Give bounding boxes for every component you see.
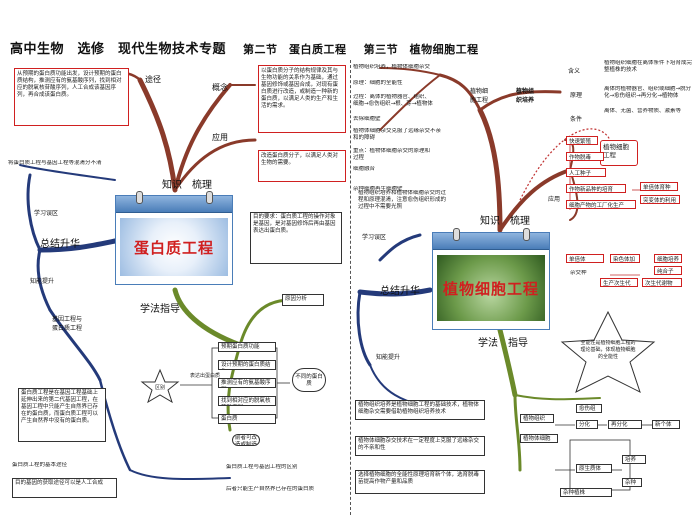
left-application-label: 应用: [212, 133, 228, 142]
star-label: 区别: [155, 385, 166, 391]
flow-express: 蛋白质: [218, 414, 276, 424]
r-application-label: 应用: [548, 196, 561, 203]
left-way-box: 以蛋白质分子的结构规律及其与生物功能的关系作为基础，通过基因修饰或基因合成，对现…: [258, 65, 346, 133]
left-study-label: 学习误区: [34, 210, 59, 217]
left-gene-protein-label: 基因工程与 蛋白质工程: [52, 316, 83, 332]
left-bottom-left2: 目的基因的获取途径可以是人工合成: [12, 478, 117, 498]
left-center-title: 蛋白质工程: [133, 238, 214, 257]
r-star-text: 全能性是植物细胞工程的理论基础，体现植物细胞的全能性: [580, 340, 636, 360]
title-section3: 第三节 植物细胞工程: [363, 43, 479, 56]
flow-natural-oval: 不同的蛋白质: [292, 368, 326, 392]
r-study-box: 植物组织培养和植物体细胞杂交的过程和原理混淆，注意愈伤组织形成的过程中不需要光照: [358, 190, 447, 210]
r-zhuji-box: 植物细胞工程: [600, 140, 638, 166]
r-method-label: 学法 指导: [478, 338, 528, 349]
r-item1: 植物组织培养，植物体细胞杂交: [353, 64, 431, 70]
flow-protein-func: 预期蛋白质功能: [218, 342, 276, 352]
left-card-header: [116, 196, 232, 213]
r-improve-label: 知能提升: [376, 354, 401, 361]
r-chain5: 再分化: [608, 420, 642, 429]
ring-icon: [136, 191, 143, 204]
r-meaning: 植物组织细胞在离体条件下培育成完整植株的技术: [604, 60, 693, 73]
r-bx2: 染色体加倍: [610, 254, 640, 263]
flow-dna-seq: 找到相对应的脱氧核苷酸序列: [218, 396, 276, 406]
page-title: 高中生物 选修 现代生物技术专题 第二节 蛋白质工程 第三节 植物细胞工程: [10, 38, 479, 57]
ring-icon: [453, 228, 460, 241]
left-study-box: 将蛋白质工程与基因工程等混淆分不清: [8, 160, 102, 166]
r-chain8: 杂种细胞: [622, 478, 642, 487]
left-target-box: 目的要求：蛋白质工程的操作对象是基因，是对基因修饰后再由基因表达出蛋白质。: [250, 212, 342, 264]
r-bx1: 单倍体: [566, 254, 604, 263]
r-center-card: 植物细胞工程: [432, 228, 550, 330]
r-bx7: 杂交种: [570, 270, 587, 276]
r-improve2: 植物体细胞杂交技术在一定程度上克服了远缘杂交的不亲和性: [355, 436, 485, 456]
r-chain2: 愈伤组织: [576, 404, 602, 413]
left-gene-box: 蛋白质工程是在基因工程基础上延伸出来的第二代基因工程，在基因工程中只能产生自然界…: [18, 388, 106, 442]
r-tech-title: 植物细 胞工程: [470, 88, 489, 104]
r-chain6: 植物体细胞杂交: [520, 434, 558, 443]
left-bottom2: 后者只能生产自然界已存在的蛋白质: [226, 486, 315, 492]
r-item5: 植物体细胞杂交克服了远缘杂交不亲和的障碍: [353, 128, 441, 141]
r-condition-label: 条件: [570, 116, 583, 123]
r-process: 离体的植物器官、组织或细胞→脱分化→愈伤组织→再分化→植物体: [604, 86, 692, 99]
r-chain4: 新个体: [652, 420, 680, 429]
left-center-card: 蛋白质工程: [115, 191, 233, 285]
r-item7: 细胞融合: [353, 166, 376, 172]
r-knowledge-label: 知识 梳理: [480, 216, 530, 227]
r-app3: 人工种子: [566, 168, 606, 177]
left-way-label: 途径: [145, 75, 161, 84]
r-chain10: 培养: [622, 455, 646, 464]
left-card-body: 蛋白质工程: [120, 218, 228, 276]
left-app-box: 改造蛋白质分子，以满足人类对生物的需要。: [258, 150, 346, 182]
r-tech-title2: 植物组 织培养: [516, 88, 535, 104]
r-meaning-label: 含义: [568, 68, 581, 75]
r-summary-label: 总结升华: [380, 286, 420, 297]
r-app2: 作物脱毒: [566, 152, 604, 161]
left-concept-label: 概念: [212, 83, 228, 92]
r-chain7: 原生质体: [576, 464, 612, 473]
r-item6: 重点：植物体细胞杂交的原理和过程: [353, 148, 431, 161]
left-knowledge-label: 知识 梳理: [162, 180, 212, 191]
flow-right-label: 表达出蛋白质: [190, 373, 221, 379]
left-method-label: 学法指导: [140, 304, 180, 315]
ring-icon: [523, 228, 530, 241]
r-improve1: 植物组织培养是植物细胞工程的基础技术，植物体细胞杂交需要借助植物组织培养技术: [355, 400, 485, 420]
r-card-header: [433, 233, 549, 250]
flow-aa-seq: 推测应有的氨基酸序列: [218, 378, 276, 388]
page-divider: [350, 60, 351, 515]
r-single: 单倍体育种: [640, 182, 678, 191]
r-bx5: 生产次生代谢物: [600, 278, 638, 287]
r-chain1: 植物组织: [520, 414, 554, 423]
left-bottom1: 蛋白质工程与基因工程的区别: [226, 464, 298, 470]
r-item4: 去除细胞壁: [353, 116, 381, 122]
r-condition: 离体、无菌、营养物质、激素等: [604, 108, 682, 114]
left-bottom-left1: 蛋白质工程的基本途径: [12, 462, 68, 468]
title-main: 高中生物 选修 现代生物技术专题: [10, 42, 227, 57]
r-mutant: 突变体的利用: [640, 195, 680, 204]
r-card-body: 植物细胞工程: [437, 255, 545, 321]
ring-icon: [206, 191, 213, 204]
r-center-title: 植物细胞工程: [442, 279, 539, 298]
r-bx4: 纯合子: [654, 266, 682, 275]
r-item8: 杂种细胞再生细胞壁: [353, 186, 403, 192]
flow-structure: 设计预期的蛋白质结构: [218, 360, 276, 370]
r-app1: 快速繁殖: [566, 136, 598, 145]
r-bx3: 细胞培养: [654, 254, 682, 263]
r-item2: 原理：细胞的全能性: [353, 80, 403, 86]
left-cite-box: 原因分析: [282, 294, 324, 306]
r-bx6: 次生代谢物: [642, 278, 682, 287]
r-theory-label: 原理: [570, 92, 583, 99]
r-improve3: 选择植物细胞的全能性原理培育新个体，选育脱毒苗提高作物产量和品质: [355, 470, 485, 494]
r-app5: 细胞产物的工厂化生产: [566, 200, 636, 209]
r-item3: 过程：离体的植物器官、组织、细胞→愈伤组织→根、芽→植物体: [353, 94, 433, 107]
title-section2: 第二节 蛋白质工程: [243, 43, 347, 56]
r-chain3: 分化: [576, 420, 598, 429]
r-app4: 作物新品种的培育: [566, 184, 626, 193]
left-improve-label: 知能提升: [30, 278, 55, 285]
r-study-label: 学习误区: [362, 234, 387, 241]
left-summary-label: 总结升华: [40, 239, 80, 250]
left-concept-box: 从预期的蛋白质功能出发，设计预期的蛋白质结构，推测应有的氨基酸序列，找到相对应的…: [14, 68, 129, 126]
cmp-oval: 前者可改造或制造新的蛋白质: [232, 434, 260, 446]
r-chain9: 杂种植株: [560, 488, 612, 497]
